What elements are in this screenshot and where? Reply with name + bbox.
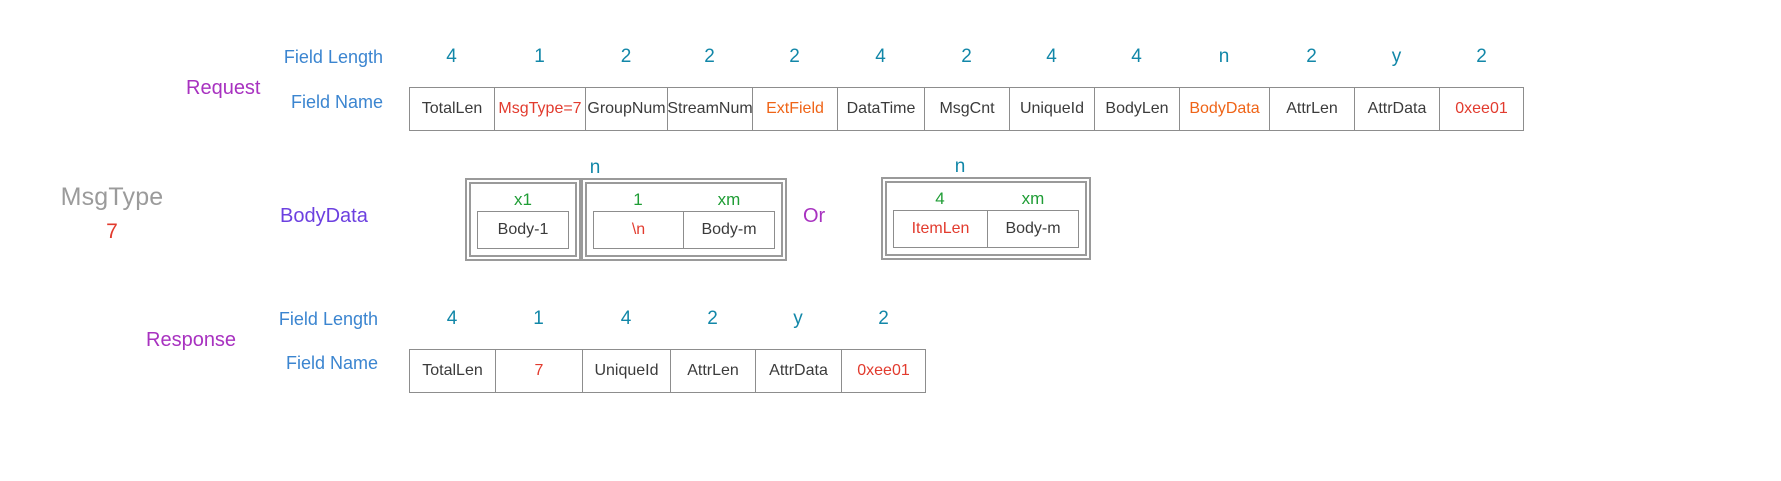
field-name-cell: UniqueId [582, 349, 670, 393]
field-name-cell: DataTime [837, 87, 924, 131]
bodydata-subfield-name: Body-m [683, 211, 775, 249]
field-name-cell: MsgCnt [924, 87, 1009, 131]
field-name-cell: BodyData [1179, 87, 1269, 131]
bodydata-subfield-length: xm [717, 190, 741, 209]
bodydata-subfield-length: x1 [514, 190, 532, 209]
bodydata-subfield-length: 4 [935, 189, 945, 208]
msgtype-title: MsgType [60, 183, 164, 211]
field-name-cell: TotalLen [409, 87, 494, 131]
msgtype-block: MsgType 7 [22, 182, 202, 247]
field-length-value: y [1391, 46, 1402, 67]
response-field-length-label: Field Length [278, 309, 378, 329]
field-length-value: 1 [534, 46, 545, 67]
field-name-cell: 0xee01 [1439, 87, 1524, 131]
response-field-name-label: Field Name [285, 353, 378, 373]
field-length-value: 4 [446, 308, 458, 329]
field-length-value: 1 [533, 308, 544, 329]
field-name-cell: StreamNum [667, 87, 753, 131]
packet-field: 2 0xee01 [841, 307, 926, 393]
bodydata-variant-a-caption: n [589, 157, 601, 178]
field-length-value: 4 [1131, 46, 1142, 67]
field-name-cell: 7 [495, 349, 582, 393]
field-name-cell: UniqueId [1009, 87, 1094, 131]
field-name-cell: BodyLen [1094, 87, 1179, 131]
response-row-label: Response [146, 329, 237, 351]
field-name-cell: AttrData [1354, 87, 1439, 131]
field-length-value: 4 [875, 46, 886, 67]
field-name-cell: 0xee01 [841, 349, 926, 393]
packet-field: 2 0xee01 [1439, 45, 1524, 131]
field-length-value: 2 [1476, 46, 1487, 67]
field-name-cell: GroupNum [585, 87, 667, 131]
bodydata-subfield-length: 1 [633, 190, 643, 209]
field-name-cell: ExtField [752, 87, 837, 131]
field-name-cell: AttrData [755, 349, 841, 393]
field-length-value: 4 [620, 308, 632, 329]
request-field-length-label: Field Length [283, 47, 383, 67]
bodydata-subfield-name: Body-1 [477, 211, 569, 249]
field-name-cell: AttrLen [1269, 87, 1354, 131]
field-length-value: y [793, 308, 803, 329]
field-length-value: 2 [961, 46, 972, 67]
field-length-value: 2 [789, 46, 800, 67]
field-length-value: 2 [704, 46, 715, 67]
bodydata-subfield-name: \n [593, 211, 683, 249]
field-length-value: 2 [620, 46, 632, 67]
field-length-value: 4 [446, 46, 457, 67]
field-name-cell: MsgType=7 [494, 87, 585, 131]
bodydata-variant-b-caption: n [954, 156, 966, 177]
field-name-cell: AttrLen [670, 349, 755, 393]
msgtype-value: 7 [106, 220, 118, 243]
bodydata-row-label: BodyData [280, 205, 368, 227]
bodydata-subfield-length: xm [1021, 189, 1045, 208]
bodydata-subfield-name: Body-m [987, 210, 1079, 248]
field-name-cell: TotalLen [409, 349, 495, 393]
field-length-value: 2 [707, 308, 718, 329]
bodydata-or-label: Or [803, 205, 826, 227]
field-length-value: n [1218, 46, 1230, 67]
field-length-value: 2 [1306, 46, 1317, 67]
request-field-name-label: Field Name [290, 92, 383, 112]
bodydata-subfield: 1 \n [593, 189, 683, 249]
field-length-value: 2 [878, 308, 889, 329]
request-row-label: Request [186, 77, 261, 99]
bodydata-subfield-name: ItemLen [893, 210, 987, 248]
field-length-value: 4 [1046, 46, 1057, 67]
